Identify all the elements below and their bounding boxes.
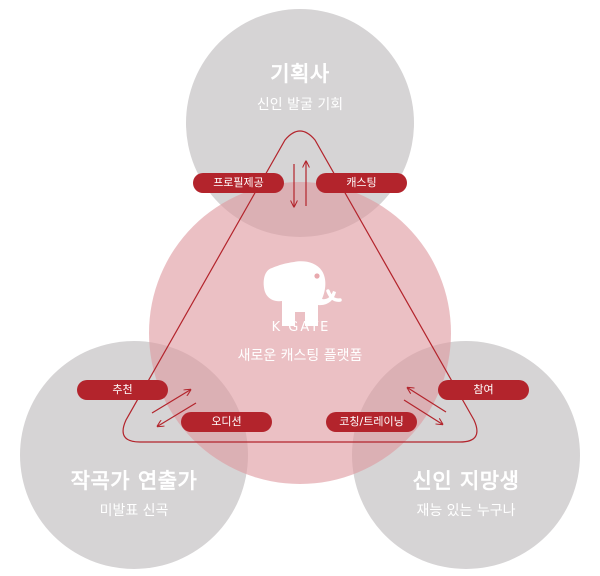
arrow-left-down [158,402,197,426]
pill-recommend: 추천 [77,380,168,400]
elephant-icon [263,261,342,326]
pill-audition: 오디션 [181,412,272,432]
arrow-left-up [151,390,190,414]
circle-platform [149,182,451,484]
aspirant-title: 신인 지망생 [412,469,520,493]
pill-casting: 캐스팅 [316,173,407,193]
platform-subtitle: 새로운 캐스팅 플랫폼 [237,348,363,364]
pill-participate: 참여 [438,380,529,400]
brand-name: K GATE [271,320,331,335]
arrow-right-down [403,399,442,424]
pill-profile: 프로필제공 [193,173,284,193]
composer-subtitle: 미발표 신곡 [99,503,169,519]
arrow-right-up [408,388,447,413]
agency-title: 기획사 [270,62,330,86]
pill-coaching: 코칭/트레이닝 [326,412,417,432]
aspirant-subtitle: 재능 있는 누구나 [416,503,516,519]
agency-subtitle: 신인 발굴 기회 [256,97,344,113]
composer-title: 작곡가 연출가 [70,469,198,493]
triangle-outline [122,130,478,443]
